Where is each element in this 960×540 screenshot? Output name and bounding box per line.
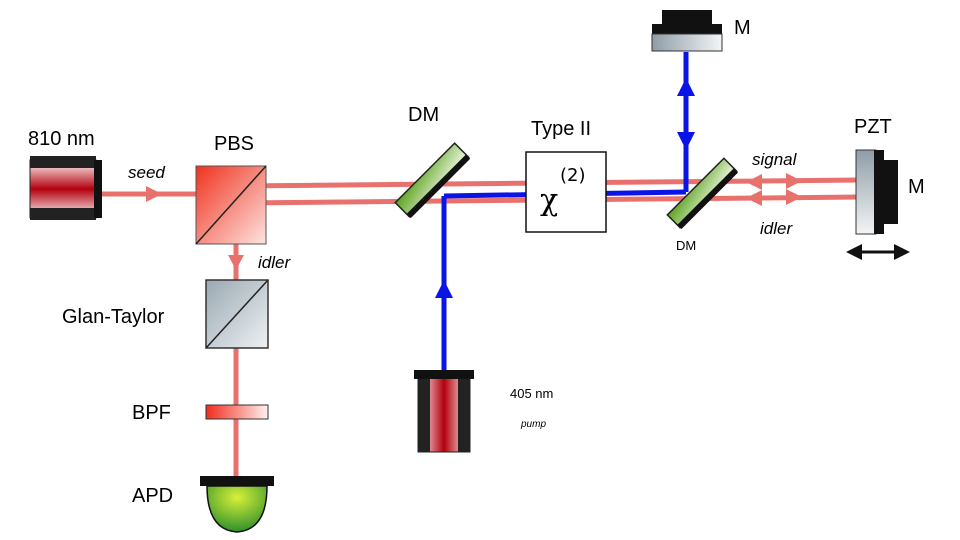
pzt-label: PZT bbox=[854, 116, 892, 138]
dm-right-label: DM bbox=[676, 238, 697, 253]
pbs-cube bbox=[195, 165, 267, 245]
pbs-label: PBS bbox=[214, 133, 255, 155]
pump-arrow-down bbox=[677, 132, 695, 150]
chi-order: (2) bbox=[560, 165, 586, 186]
pump-arrow-up-2 bbox=[677, 78, 695, 96]
dichroic-mirror-left bbox=[394, 142, 471, 219]
idler-arrow-right bbox=[786, 189, 802, 205]
bpf-filter bbox=[205, 404, 269, 420]
mirror-right-label: M bbox=[908, 176, 925, 198]
mirror-top bbox=[651, 10, 723, 52]
pump-label: pump bbox=[521, 419, 547, 430]
mirror-top-label: M bbox=[734, 17, 751, 39]
apd-label: APD bbox=[132, 485, 174, 507]
idler-arrow-left bbox=[746, 190, 762, 206]
signal-label: signal bbox=[752, 150, 797, 169]
signal-arrow-left bbox=[746, 174, 762, 190]
pzt-motion-arrow bbox=[846, 244, 910, 260]
dm-left-label: DM bbox=[408, 104, 440, 126]
laser-810-label: 810 nm bbox=[28, 128, 95, 150]
pump-arrow-up bbox=[435, 280, 453, 298]
laser-405 bbox=[414, 370, 474, 453]
laser-810 bbox=[29, 156, 102, 220]
idler-arrow bbox=[228, 255, 244, 270]
apd-detector bbox=[200, 476, 274, 533]
idler-label-pbs: idler bbox=[258, 253, 291, 272]
chi-symbol: χ bbox=[540, 183, 559, 218]
glan-taylor-prism bbox=[205, 279, 269, 349]
mirror-pzt bbox=[855, 149, 898, 235]
bpf-label: BPF bbox=[132, 402, 171, 424]
seed-label: seed bbox=[128, 163, 165, 182]
type-ii-label: Type II bbox=[531, 118, 592, 140]
dichroic-mirror-right bbox=[666, 157, 739, 230]
idler-label-right: idler bbox=[760, 219, 793, 238]
signal-arrow-right bbox=[786, 173, 802, 189]
glan-taylor-label: Glan-Taylor bbox=[62, 306, 165, 328]
seed-arrow bbox=[146, 186, 162, 202]
nonlinear-crystal bbox=[525, 151, 607, 233]
laser-405-label: 405 nm bbox=[510, 386, 554, 401]
